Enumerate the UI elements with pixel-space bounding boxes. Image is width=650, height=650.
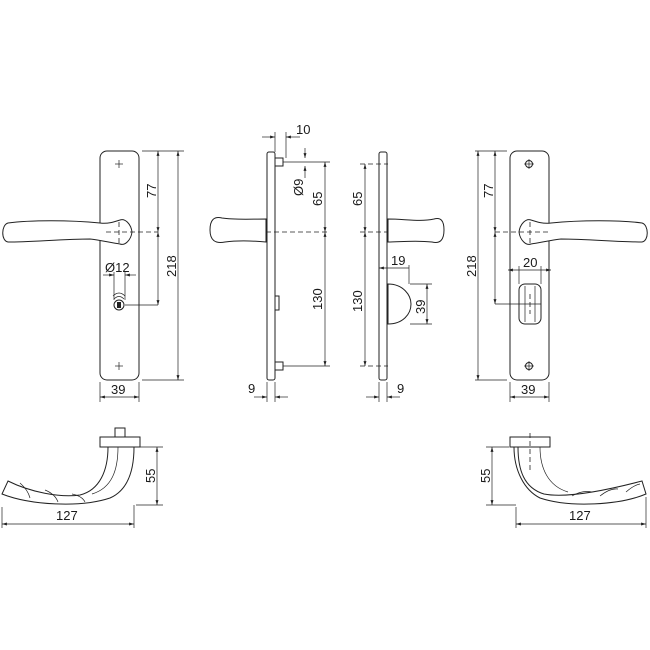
dim-total-height-left: 218 [164, 255, 179, 277]
dim-total-height-right: 218 [464, 255, 479, 277]
side-view-right: 65 130 19 39 9 [350, 151, 445, 402]
screw-mark-bottom [115, 362, 123, 370]
dim-top-to-handle-side-left: 65 [310, 192, 325, 206]
screw-rosette-bottom [524, 361, 534, 371]
spindle-block [274, 295, 280, 311]
rose-left [99, 436, 141, 448]
dim-turn-width: 20 [523, 255, 537, 270]
spindle-left [114, 427, 126, 438]
dim-plate-width-left: 39 [111, 382, 125, 397]
dim-handle-to-bottom-side-left: 130 [310, 288, 325, 310]
screw-rosette-top [524, 159, 534, 169]
front-view-right: 20 77 218 39 [464, 150, 648, 402]
fixing-pin-top [274, 157, 284, 167]
side-view-left: 10 Ø9 65 130 9 [209, 122, 330, 402]
lever-handle-side-left [209, 217, 267, 243]
thumb-turn-side [387, 283, 412, 325]
backplate-left [99, 150, 140, 381]
screw-mark-top [115, 160, 123, 168]
dim-pin-offset: 10 [296, 122, 310, 137]
dim-lever-length-left: 127 [56, 508, 78, 523]
lever-handle-side-right [387, 218, 445, 243]
dim-turn-projection: 19 [391, 253, 405, 268]
lever-body-right [513, 446, 647, 505]
dim-top-to-handle-left: 77 [144, 184, 159, 198]
dim-turn-height: 39 [413, 300, 428, 314]
dim-keyhole-diameter: Ø12 [105, 260, 130, 275]
backplate-side-right [378, 151, 388, 381]
dim-pin-diameter: Ø9 [291, 179, 306, 196]
dim-lever-height-right: 55 [478, 469, 493, 483]
backplate-side-left [266, 151, 276, 381]
lever-body-left [1, 446, 135, 505]
dim-plate-thickness-side-right: 9 [397, 381, 404, 396]
dim-lever-height-left: 55 [143, 469, 158, 483]
dim-plate-width-right: 39 [521, 382, 535, 397]
dim-plate-thickness-side-left: 9 [248, 381, 255, 396]
lever-top-view-left: 55 127 [1, 427, 163, 528]
fixing-pin-bottom [274, 361, 284, 371]
front-view-left: Ø12 77 218 39 [2, 150, 184, 402]
dim-top-to-handle-right: 77 [481, 184, 496, 198]
dim-handle-to-bottom-side-right: 130 [350, 290, 365, 312]
lever-handle-left [2, 219, 133, 245]
lever-handle-right [518, 219, 648, 245]
dim-top-to-handle-side-right: 65 [350, 192, 365, 206]
dim-lever-length-right: 127 [569, 508, 591, 523]
lever-top-view-right: 55 127 [478, 433, 647, 528]
